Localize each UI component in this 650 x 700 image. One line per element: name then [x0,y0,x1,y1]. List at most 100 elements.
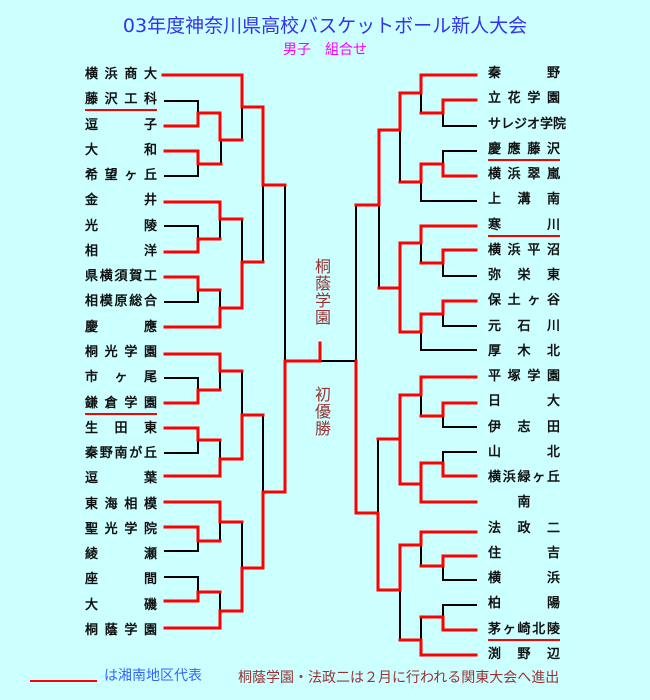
bracket-line-win [354,73,478,207]
team-name: 藤沢工科 [85,92,157,108]
team-name: 県横須賀工 [85,269,157,285]
bracket-line-loss [164,225,199,240]
team-name: 横浜緑ヶ丘 [488,470,560,486]
legend-text: は湘南地区代表 [104,668,202,684]
bracket-line-loss [442,604,477,618]
team-name: 茅ヶ崎北陵 [488,621,560,637]
bracket-line-loss [164,439,199,454]
team-name: 逗子 [85,117,157,133]
team-name: 弥栄東 [488,268,560,284]
bracket-line-win [398,638,478,657]
bracket-line-loss [442,262,477,277]
bracket-line-loss [420,331,477,351]
bracket-line-win [163,352,244,373]
bracket-line-loss [164,289,199,303]
bracket-line-win [163,525,222,543]
bracket-line-win [354,359,478,592]
bracket-line-loss [420,181,477,202]
bracket-line-win [419,248,478,265]
bracket-line-win [419,615,478,632]
team-name: 光陵 [85,218,157,234]
team-name: 桐光学園 [85,344,157,360]
team-name: 秦野南が丘 [85,446,157,462]
team-name: 厚木北 [488,343,560,359]
bracket-line-win [163,260,265,329]
bracket-line-loss [164,540,199,552]
bracket-line-loss [164,576,199,593]
team-name: 大磯 [85,597,157,613]
team-name: 鎌倉学園 [85,395,157,411]
bracket-line-loss [442,415,477,428]
team-name: 金井 [85,193,157,209]
team-name: 横浜平沼 [488,242,560,258]
first-championship-label: 初優勝 [312,386,331,437]
bracket-line-loss [442,150,477,165]
team-name: 日大 [488,394,560,410]
team-name: 山北 [488,444,560,460]
shonan-underline [488,234,560,237]
bracket-line-win [163,237,222,254]
team-name: 相模原総合 [85,294,157,310]
bracket-line-win [163,413,265,478]
bracket-line-loss [442,112,477,127]
bracket-line-win [419,98,478,115]
team-name: 秦野 [488,66,560,81]
shonan-underline [85,412,157,415]
team-name: 市ヶ尾 [85,370,157,386]
team-name: 大和 [85,142,157,158]
bracket-line-win [163,149,223,166]
team-name: 東海相模 [85,496,157,512]
bracket-line-win [419,461,478,504]
bracket-line-loss [164,377,199,391]
team-name: 寒川 [488,217,560,233]
team-name: 上溝南 [488,192,560,208]
bracket-line-win [398,224,478,334]
shonan-underline [488,158,560,161]
shonan-underline [85,109,157,112]
team-name: サレジオ学院 [488,116,567,132]
team-name: 南 [517,495,531,511]
shonan-underline [488,638,560,641]
team-name: 元石川 [488,318,560,334]
bracket-line-win [419,554,478,568]
team-name: 座間 [85,572,157,588]
bracket-line-win [163,359,322,630]
page-subtitle: 男子 組合せ [283,42,367,58]
team-name: 保土ヶ谷 [488,293,560,309]
bracket-line-win [398,162,478,184]
team-name: 横浜 [488,571,560,587]
team-name: 逗葉 [85,471,157,487]
bracket-line-loss [164,163,199,177]
team-name: 横浜翠嵐 [488,167,560,183]
team-name: 綾瀬 [85,547,157,563]
bracket-line-win [163,388,222,405]
footer-note: 桐蔭学園・法政二は２月に行われる関東大会へ進出 [238,670,560,686]
bracket-line-loss [442,451,477,464]
bracket-line-win [163,500,244,524]
team-name: 渕野辺 [488,646,560,662]
team-name: 法政二 [488,520,560,536]
bracket-line-win [163,275,222,292]
team-name: 桐蔭学園 [85,622,157,638]
team-name: 慶應藤沢 [488,141,560,157]
team-name: 希望ヶ丘 [85,168,157,184]
team-name: 立花学園 [488,91,560,107]
bracket-line-win [163,426,222,442]
team-name: 生田東 [85,420,157,436]
bracket-line-win [398,375,478,486]
bracket-line-loss [442,565,477,581]
bracket-line-win [419,401,478,418]
bracket-line-win [161,73,287,187]
team-name: 平塚学園 [488,369,560,385]
team-name: 聖光学院 [85,521,157,537]
team-name: 慶應 [85,319,157,335]
team-name: 柏陽 [488,596,560,612]
team-name: 伊志田 [488,419,560,435]
bracket-line-loss [442,313,477,327]
winner-label: 桐蔭学園 [312,258,331,326]
team-name: 相洋 [85,243,157,259]
page-title: 03年度神奈川県高校バスケットボール新人大会 [122,15,528,37]
team-name: 横浜商大 [85,67,157,82]
team-name: 住吉 [488,545,560,561]
